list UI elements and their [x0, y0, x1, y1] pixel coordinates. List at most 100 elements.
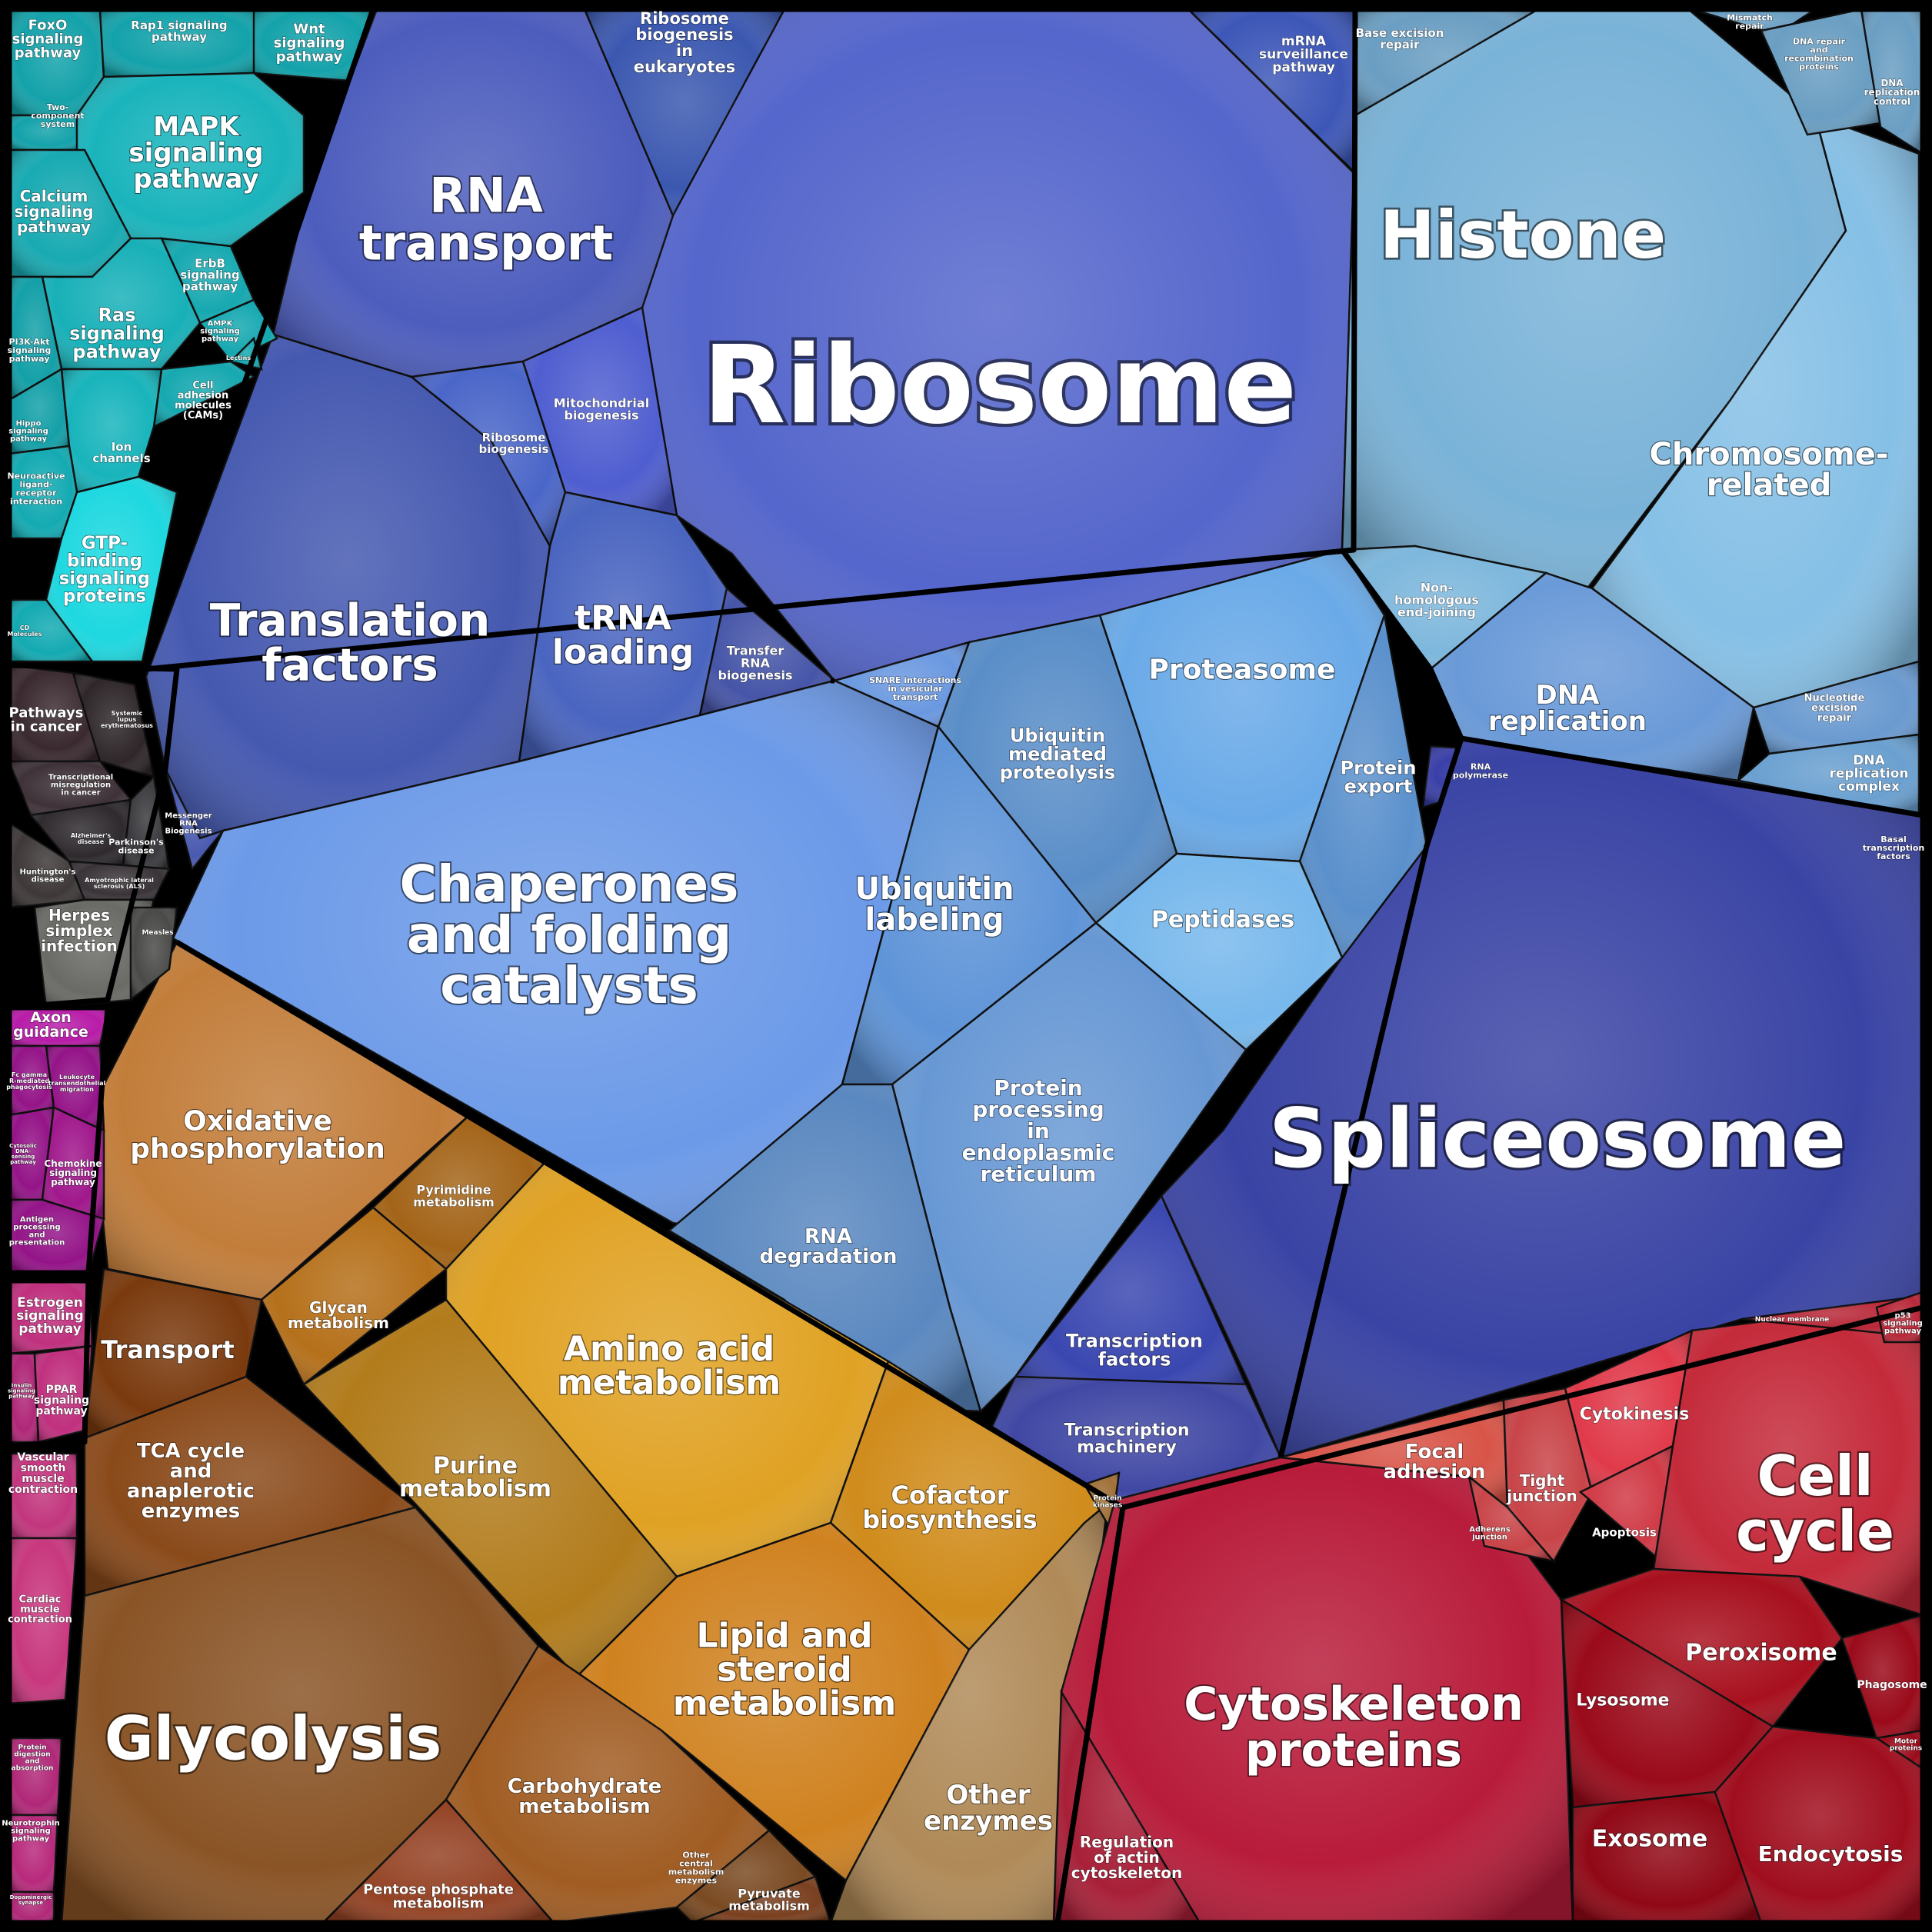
cell-shading-transcriptional-misregulation [9, 761, 131, 815]
label-line: CD [20, 625, 30, 631]
label-line: DNA [1880, 78, 1904, 88]
label-line: signaling [12, 31, 84, 47]
label-line: Mitochondrial [554, 396, 649, 411]
label-line: contraction [8, 1614, 72, 1626]
label-line: and [1810, 45, 1827, 55]
label-line: transport [359, 215, 613, 271]
cell-shading-carbohydrate-metabolism [446, 1646, 769, 1923]
label-line: PPAR [46, 1384, 78, 1396]
label-line: component [31, 111, 84, 121]
label-line: Parkinson's [108, 837, 164, 847]
label-line: biosynthesis [862, 1505, 1037, 1534]
label-line: transcription [1863, 843, 1925, 853]
label-line: Vascular [17, 1451, 68, 1464]
label-line: Basal [1880, 834, 1907, 844]
label-line: pathway [15, 45, 82, 61]
label-line: Nucleotide [1804, 693, 1865, 705]
label-measles: Measles [142, 929, 173, 937]
label-line: Ubiquitin [1010, 724, 1105, 746]
label-line: AMPK [208, 320, 234, 328]
label-line: receptor [16, 488, 58, 498]
label-line: pathway [133, 164, 258, 195]
label-line: Lectins [226, 355, 251, 361]
label-line: RNA [429, 168, 543, 224]
label-line: Cell [1757, 1444, 1873, 1508]
label-line: Leukocyte [59, 1074, 95, 1081]
label-line: Glycan [309, 1298, 368, 1317]
cell-shading-translation-factors [146, 335, 550, 838]
label-line: Systemic [112, 710, 143, 717]
cell-shading-calcium-signaling [9, 150, 131, 277]
cell-shading-glycan-metabolism [261, 1208, 446, 1384]
group-border [145, 8, 1358, 672]
label-line: pathway [10, 1159, 36, 1165]
label-line: p53 [1894, 1312, 1910, 1321]
label-line: Purine [433, 1453, 518, 1480]
label-line: erythematosus [101, 722, 153, 729]
cell-shading-chaperones-folding [173, 681, 938, 1234]
label-line: signaling [274, 35, 345, 51]
label-line: GTP- [82, 534, 128, 554]
label-line: Glycolysis [105, 1704, 442, 1774]
label-line: Exosome [1592, 1826, 1708, 1853]
label-line: end-joining [1397, 605, 1476, 620]
cell-shading-rna-transport [273, 9, 673, 377]
label-line: disease [118, 845, 154, 855]
label-line: proteins [1245, 1724, 1462, 1777]
label-line: homologous [1394, 593, 1479, 608]
label-line: export [1344, 775, 1413, 797]
label-line: factors [1877, 851, 1910, 861]
label-line: Ribosome [703, 323, 1297, 448]
cell-shading-protein-processing-er [892, 923, 1246, 1411]
cell-shading-mitochondrial-biogenesis [523, 308, 677, 515]
label-line: in cancer [11, 718, 82, 734]
label-line: signaling [14, 202, 93, 221]
label-line: Pyruvate [738, 1887, 801, 1901]
group-border [1277, 737, 1464, 1458]
label-line: Transcription [1066, 1330, 1203, 1351]
group-border [1122, 1304, 1924, 1511]
label-line: adhesion [1383, 1461, 1485, 1484]
label-line: Insulin [12, 1382, 32, 1388]
group-border [6, 6, 1926, 1926]
label-line: junction [1506, 1487, 1577, 1505]
cell-shading-protein-digestion [9, 1738, 62, 1815]
label-ribosome: Ribosome [703, 323, 1297, 448]
label-line: in vesicular [888, 684, 943, 694]
label-line: Messenger [165, 812, 212, 821]
label-line: signaling [49, 1168, 97, 1178]
cell-shading-leukocyte-migration [46, 1046, 104, 1131]
label-line: lupus [118, 716, 137, 723]
label-line: biogenesis [635, 25, 733, 44]
label-line: Ras [98, 304, 136, 325]
cell-shading-mapk-signaling [77, 73, 304, 246]
label-line: proteins [1799, 62, 1839, 72]
label-line: guidance [13, 1024, 88, 1041]
cell-shading-als [69, 861, 169, 900]
cell-shading-erbb-signaling [162, 238, 254, 323]
label-line: Peroxisome [1685, 1640, 1837, 1667]
cell-shading-other-central-metabolism [677, 1830, 815, 1923]
label-line: digestion [14, 1751, 50, 1759]
cell-shading-base-excision-repair [1355, 9, 1538, 115]
cell-shading-wnt-signaling [254, 9, 373, 81]
label-line: pathway [18, 1321, 82, 1337]
label-line: signaling [128, 138, 263, 168]
label-line: muscle [22, 1473, 64, 1485]
label-line: catalysts [440, 956, 698, 1015]
label-line: Oxidative [183, 1106, 332, 1138]
